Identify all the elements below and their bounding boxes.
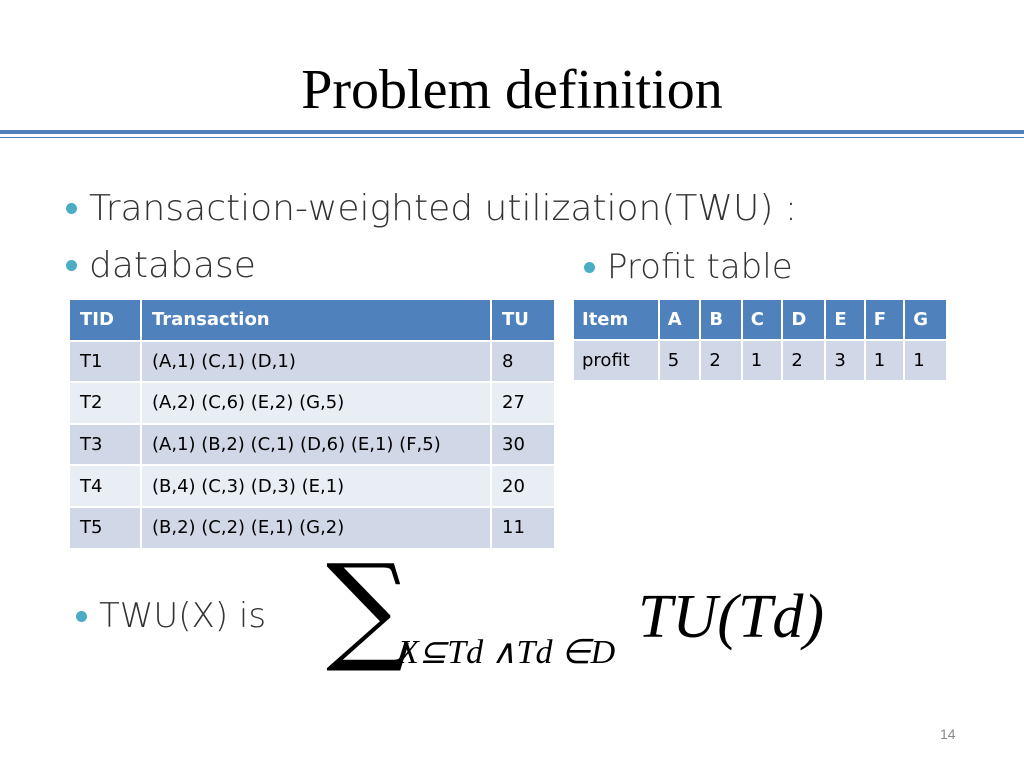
- bullet-database-text: database: [89, 245, 256, 286]
- cell-profit-label: profit: [572, 339, 660, 382]
- bullet-dot-icon: [66, 260, 77, 271]
- header-d: D: [781, 298, 827, 341]
- table-header-row: Item A B C D E F G: [572, 298, 948, 341]
- cell-transaction: (B,4) (C,3) (D,3) (E,1): [140, 464, 492, 508]
- table-row: profit 5 2 1 2 3 1 1: [572, 339, 948, 382]
- cell-profit-c: 1: [740, 339, 784, 382]
- slide-title: Problem definition: [301, 59, 723, 121]
- bullet-dot-icon: [584, 261, 595, 273]
- table-row: T2 (A,2) (C,6) (E,2) (G,5) 27: [68, 381, 556, 425]
- table-row: T4 (B,4) (C,3) (D,3) (E,1) 20: [68, 464, 556, 508]
- cell-tu: 11: [490, 505, 556, 550]
- cell-transaction: (A,1) (B,2) (C,1) (D,6) (E,1) (F,5): [140, 422, 492, 467]
- database-table: TID Transaction TU T1 (A,1) (C,1) (D,1) …: [68, 298, 556, 550]
- header-b: B: [699, 298, 743, 341]
- title-divider-thick: [0, 130, 1024, 134]
- header-a: A: [657, 298, 702, 341]
- page-number: 14: [940, 726, 956, 742]
- bullet-twu-x-text: TWU(X) is: [99, 596, 267, 636]
- header-c: C: [740, 298, 784, 341]
- bullet-dot-icon: [66, 203, 77, 214]
- bullet-profit-table: Profit table: [584, 247, 793, 287]
- cell-profit-e: 3: [824, 339, 866, 382]
- header-tid: TID: [68, 298, 142, 342]
- cell-profit-f: 1: [863, 339, 906, 382]
- cell-tid: T2: [68, 381, 142, 425]
- header-g: G: [903, 298, 948, 341]
- cell-tid: T3: [68, 422, 142, 467]
- bullet-twu-x: TWU(X) is: [76, 596, 266, 636]
- cell-tu: 8: [490, 339, 556, 384]
- table-row: T3 (A,1) (B,2) (C,1) (D,6) (E,1) (F,5) 3…: [68, 422, 556, 467]
- bullet-twu-definition: Transaction-weighted utilization(TWU) :: [66, 188, 797, 229]
- cell-profit-d: 2: [781, 339, 827, 382]
- formula-term: TU(Td): [638, 583, 825, 651]
- header-e: E: [824, 298, 866, 341]
- cell-tu: 20: [490, 464, 556, 508]
- cell-tid: T4: [68, 464, 142, 508]
- header-tu: TU: [490, 298, 556, 342]
- bullet-twu-text: Transaction-weighted utilization(TWU) :: [89, 188, 797, 229]
- cell-tu: 27: [490, 381, 556, 425]
- cell-profit-a: 5: [657, 339, 702, 382]
- cell-transaction: (A,1) (C,1) (D,1): [140, 339, 492, 384]
- bullet-profit-table-text: Profit table: [607, 247, 793, 287]
- table-row: T1 (A,1) (C,1) (D,1) 8: [68, 339, 556, 384]
- formula-subscript: X⊆Td ∧Td ∈D: [398, 634, 616, 671]
- cell-tid: T5: [68, 505, 142, 550]
- header-item: Item: [572, 298, 660, 341]
- table-row: T5 (B,2) (C,2) (E,1) (G,2) 11: [68, 505, 556, 550]
- cell-profit-g: 1: [903, 339, 948, 382]
- title-divider-thin: [0, 137, 1024, 138]
- header-transaction: Transaction: [140, 298, 492, 342]
- table-header-row: TID Transaction TU: [68, 298, 556, 342]
- cell-tid: T1: [68, 339, 142, 384]
- bullet-dot-icon: [76, 610, 87, 622]
- cell-profit-b: 2: [699, 339, 743, 382]
- cell-transaction: (B,2) (C,2) (E,1) (G,2): [140, 505, 492, 550]
- cell-tu: 30: [490, 422, 556, 467]
- formula-sum-symbol: ∑: [326, 538, 411, 676]
- bullet-database: database: [66, 245, 256, 286]
- cell-transaction: (A,2) (C,6) (E,2) (G,5): [140, 381, 492, 425]
- profit-table: Item A B C D E F G profit 5 2 1 2 3 1 1: [572, 298, 948, 382]
- header-f: F: [863, 298, 906, 341]
